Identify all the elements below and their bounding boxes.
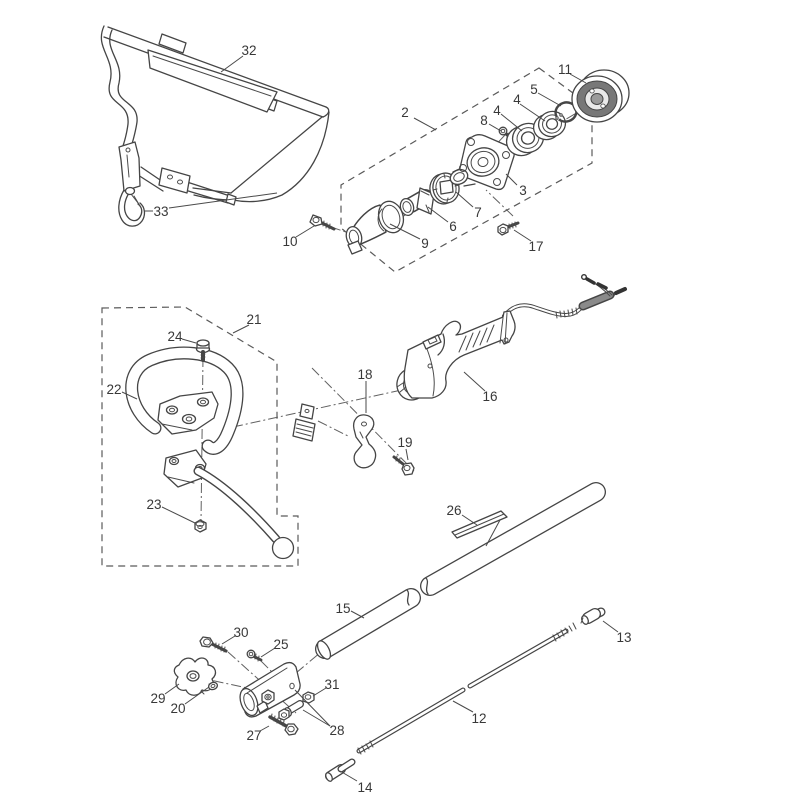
part-label-3: 3 (519, 183, 527, 198)
part-3-clutch-case (449, 134, 515, 191)
part-23-nut (194, 519, 207, 533)
wire-connectors (581, 274, 627, 297)
part-25-screw (246, 649, 263, 662)
part-label-19: 19 (397, 435, 412, 450)
leader-lines (121, 55, 619, 782)
part-17-bolt (497, 221, 520, 236)
part-18-clip (352, 414, 377, 469)
part-9-bell-housing (345, 200, 405, 255)
part-30-bolt (199, 636, 228, 653)
part-label-26: 26 (446, 503, 461, 518)
part-18-lockout-lever (292, 403, 316, 442)
part-label-15: 15 (335, 601, 350, 616)
part-label-18: 18 (357, 367, 372, 382)
cable-spring (555, 307, 578, 319)
part-label-10: 10 (282, 234, 297, 249)
group-box-handle-assembly (101, 306, 299, 567)
part-15-outer-tube (315, 482, 606, 660)
part-label-11: 11 (558, 62, 572, 77)
part-label-9: 9 (421, 236, 429, 251)
part-number-labels: 2 3 4 4 5 6 7 8 9 10 11 12 13 14 15 16 1… (106, 43, 631, 795)
part-label-30: 30 (233, 625, 248, 640)
spline-hatch (357, 622, 577, 755)
part-label-7: 7 (474, 205, 482, 220)
part-27-bolt (268, 713, 299, 736)
part-label-2: 2 (401, 105, 409, 120)
part-label-12: 12 (471, 711, 486, 726)
part-label-24: 24 (167, 329, 183, 344)
part-label-20: 20 (170, 701, 185, 716)
part-13-shaft-adapter (580, 607, 606, 625)
part-14-shaft-liner (325, 758, 356, 782)
part-31-nut (302, 691, 315, 704)
part-6-coupling (399, 187, 435, 217)
part-10-bolt (309, 214, 336, 231)
part-clamp-body (239, 661, 301, 718)
part-label-21: 21 (246, 312, 261, 327)
part-12-drive-shaft (356, 622, 577, 755)
part-label-16: 16 (482, 389, 497, 404)
part-28-shoulder-bolt (278, 700, 304, 721)
part-label-17: 17 (528, 239, 543, 254)
part-label-13: 13 (616, 630, 631, 645)
part-label-32: 32 (241, 43, 256, 58)
part-label-4a: 4 (513, 92, 521, 107)
part-24-bolt (195, 339, 211, 362)
part-22-loop-handle (125, 346, 244, 455)
part-label-31: 31 (324, 677, 339, 692)
part-16-throttle-grip (396, 274, 627, 401)
part-label-25: 25 (273, 637, 288, 652)
part-label-5: 5 (530, 82, 538, 97)
part-label-27: 27 (246, 728, 261, 743)
part-label-28: 28 (329, 723, 344, 738)
part-19-screw (392, 455, 415, 476)
part-7-driver-plate (429, 172, 460, 205)
part-label-6: 6 (449, 219, 457, 234)
grip-ribs (458, 324, 495, 353)
part-26-label-sticker (451, 510, 508, 547)
part-5-snap-ring (554, 101, 578, 123)
part-label-23: 23 (146, 497, 161, 512)
part-label-4b: 4 (493, 103, 501, 118)
part-label-8: 8 (480, 113, 488, 128)
part-11-clutch-drum (571, 69, 630, 123)
part-22-lower-clamp-and-bar (163, 449, 295, 560)
part-label-29: 29 (150, 691, 165, 706)
part-label-22: 22 (106, 382, 121, 397)
part-label-14: 14 (357, 780, 373, 795)
part-label-33: 33 (153, 204, 168, 219)
